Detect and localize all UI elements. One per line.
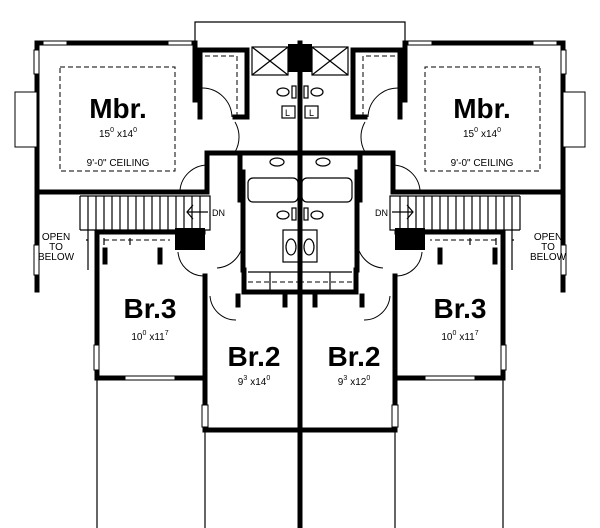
open-to-below-left: OPEN TO BELOW	[38, 232, 75, 263]
open-label: OPEN	[42, 232, 70, 243]
ceiling-note: 9'-0" CEILING	[451, 158, 514, 169]
laundry-label-left: L	[285, 108, 290, 118]
left-unit-walls	[15, 22, 300, 528]
open-label: TO	[541, 242, 555, 253]
room-name: Br.3	[434, 293, 487, 324]
stair-down-label-right: DN	[375, 208, 388, 218]
open-label: BELOW	[38, 252, 75, 263]
room-name: Br.2	[228, 341, 281, 372]
ceiling-note: 9'-0" CEILING	[87, 158, 150, 169]
open-label: TO	[49, 242, 63, 253]
room-name: Br.3	[124, 293, 177, 324]
open-to-below-right: OPEN TO BELOW	[530, 232, 567, 263]
room-name: Mbr.	[89, 93, 147, 124]
laundry-label-right: L	[309, 108, 314, 118]
open-label: BELOW	[530, 252, 567, 263]
right-unit-walls	[300, 22, 585, 528]
room-name: Br.2	[328, 341, 381, 372]
stair-down-label-left: DN	[212, 208, 225, 218]
room-name: Mbr.	[453, 93, 511, 124]
open-label: OPEN	[534, 232, 562, 243]
